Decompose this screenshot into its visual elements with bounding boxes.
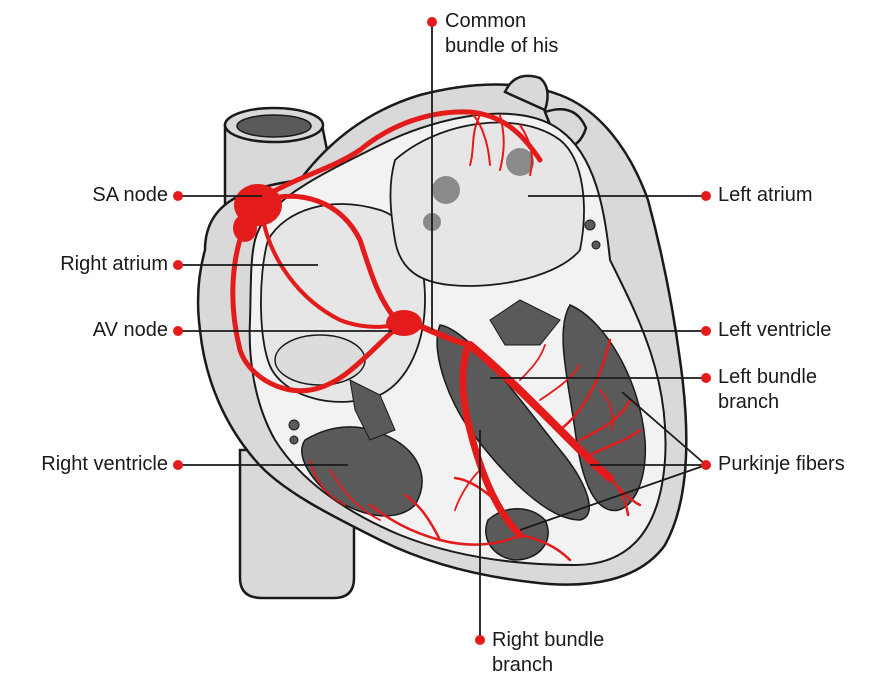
label-common-bundle-line-2: bundle of his xyxy=(445,34,558,59)
label-common-bundle: Common bundle of his xyxy=(445,9,558,59)
dot-common-bundle xyxy=(427,17,437,27)
coronary-opening xyxy=(290,436,298,444)
label-left-bundle-line-1: Left bundle xyxy=(718,365,817,390)
sa-node-tail xyxy=(233,214,257,242)
dot-left-bundle xyxy=(701,373,711,383)
label-right-bundle-line-1: Right bundle xyxy=(492,628,604,653)
label-left-atrium: Left atrium xyxy=(718,183,812,208)
dot-left-atrium xyxy=(701,191,711,201)
label-left-bundle-line-2: branch xyxy=(718,390,817,415)
label-right-bundle: Right bundle branch xyxy=(492,628,604,678)
coronary-opening xyxy=(289,420,299,430)
label-sa-node: SA node xyxy=(92,183,168,208)
dot-right-ventricle xyxy=(173,460,183,470)
tricuspid-valve xyxy=(275,335,365,385)
label-common-bundle-line-1: Common xyxy=(445,9,558,34)
dot-av-node xyxy=(173,326,183,336)
label-left-ventricle: Left ventricle xyxy=(718,318,831,343)
av-node xyxy=(386,310,422,336)
dot-right-bundle xyxy=(475,635,485,645)
label-right-atrium: Right atrium xyxy=(60,252,168,277)
dot-right-atrium xyxy=(173,260,183,270)
dot-purkinje xyxy=(701,460,711,470)
dot-sa-node xyxy=(173,191,183,201)
coronary-opening xyxy=(592,241,600,249)
label-right-bundle-line-2: branch xyxy=(492,653,604,678)
dot-left-ventricle xyxy=(701,326,711,336)
coronary-opening xyxy=(585,220,595,230)
label-purkinje: Purkinje fibers xyxy=(718,452,845,477)
pulmonary-vein-opening xyxy=(432,176,460,204)
label-right-ventricle: Right ventricle xyxy=(41,452,168,477)
label-left-bundle: Left bundle branch xyxy=(718,365,817,415)
label-av-node: AV node xyxy=(93,318,168,343)
